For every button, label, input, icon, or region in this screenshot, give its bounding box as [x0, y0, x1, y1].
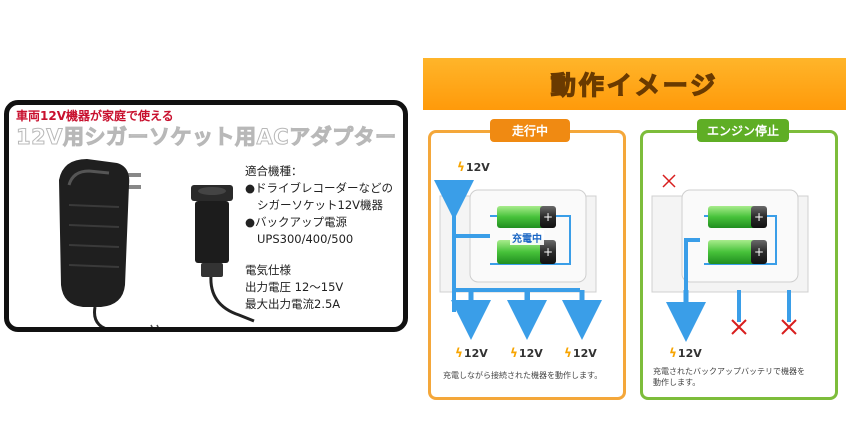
charging-label: 充電中: [510, 230, 544, 245]
banner-title: 動作イメージ: [550, 70, 719, 100]
adapter-body: [59, 159, 130, 307]
bolt-icon: ϟ: [510, 346, 518, 360]
spec-elec-heading: 電気仕様: [245, 263, 291, 277]
spec-compat-item1: ●ドライブレコーダーなどの: [245, 181, 394, 195]
bolt-icon: ϟ: [455, 346, 463, 360]
stopped-tag: エンジン停止: [697, 119, 789, 142]
operation-banner: 動作イメージ: [423, 58, 846, 110]
cigarette-socket: [191, 185, 233, 277]
running-caption: 充電しながら接続された機器を動作します。: [443, 371, 603, 380]
cable: [93, 306, 106, 327]
product-title: 12V用シガーソケット用ACアダプター: [16, 125, 397, 150]
spec-max-current: 最大出力電流2.5A: [245, 297, 341, 311]
bolt-icon: ϟ: [457, 160, 465, 174]
spec-output-voltage: 出力電圧 12～15V: [245, 280, 344, 294]
stopped-caption: 充電されたバックアップバッテリで機器を 動作します。: [653, 367, 805, 387]
product-card: 車両12V機器が家庭で使える 12V用シガーソケット用ACアダプター 適合機種：…: [4, 100, 408, 332]
running-tag: 走行中: [490, 119, 570, 142]
cable-break-mark: [150, 324, 159, 327]
plug-prong-top: [127, 173, 141, 177]
socket-cable: [209, 274, 255, 323]
adapter-illustration: [59, 159, 255, 327]
spec-compat-item2: ●バックアップ電源: [245, 215, 348, 229]
product-subtitle: 車両12V機器が家庭で使える: [16, 109, 174, 123]
bolt-icon: ϟ: [669, 346, 677, 360]
spec-compat-heading: 適合機種：: [245, 164, 303, 178]
spec-compat-item1-detail: シガーソケット12V機器: [257, 198, 383, 212]
spec-list: 適合機種： ●ドライブレコーダーなどの シガーソケット12V機器 ●バックアップ…: [245, 163, 393, 313]
spec-compat-item2-detail: UPS300/400/500: [257, 232, 354, 246]
plug-prong-bottom: [127, 185, 141, 189]
bolt-icon: ϟ: [564, 346, 572, 360]
